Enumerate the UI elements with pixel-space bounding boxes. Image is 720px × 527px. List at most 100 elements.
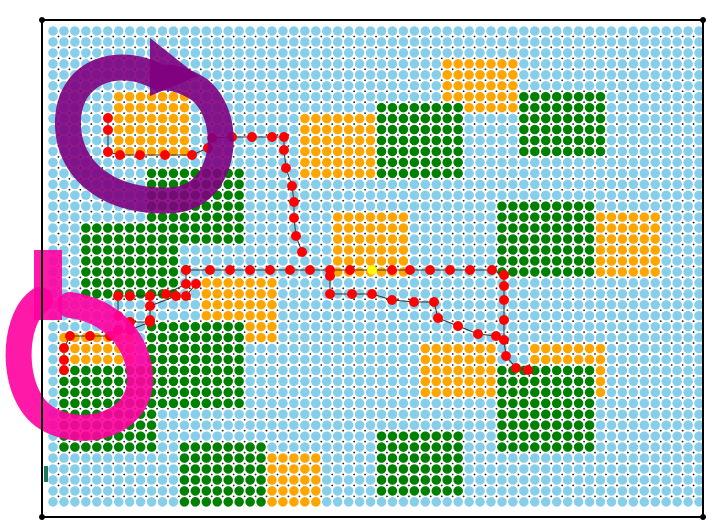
grid-dot: [245, 124, 255, 135]
small-dot: [484, 364, 487, 366]
region-dot: [300, 135, 310, 146]
grid-dot: [300, 80, 310, 91]
region-dot: [300, 464, 310, 474]
small-dot: [397, 265, 399, 268]
small-dot: [386, 375, 388, 377]
grid-dot: [420, 398, 431, 409]
small-dot: [616, 331, 618, 334]
small-dot: [616, 46, 618, 49]
region-dot: [431, 475, 442, 485]
region-dot: [398, 431, 409, 441]
small-dot: [375, 46, 377, 49]
grid-dot: [321, 201, 332, 211]
grid-dot: [475, 267, 485, 277]
region-dot: [573, 354, 584, 365]
region-dot: [267, 278, 277, 288]
region-dot: [113, 91, 124, 102]
small-dot: [506, 484, 509, 487]
small-dot: [648, 320, 651, 323]
region-dot: [551, 442, 562, 452]
small-dot: [112, 145, 115, 147]
small-dot: [539, 331, 542, 334]
small-dot: [418, 46, 421, 49]
small-dot: [407, 309, 410, 312]
small-dot: [298, 112, 301, 115]
small-dot: [506, 123, 509, 125]
grid-dot: [81, 212, 91, 222]
grid-dot: [519, 343, 529, 354]
region-dot: [409, 431, 420, 441]
region-dot: [540, 409, 551, 420]
small-dot: [298, 177, 301, 180]
small-dot: [178, 112, 180, 115]
small-dot: [298, 145, 301, 147]
small-dot: [626, 440, 629, 443]
region-dot: [256, 486, 266, 496]
small-dot: [79, 375, 82, 377]
small-dot: [123, 210, 126, 213]
small-dot: [199, 254, 202, 257]
small-dot: [210, 309, 213, 312]
small-dot: [528, 177, 531, 180]
small-dot: [451, 287, 454, 290]
grid-dot: [595, 201, 606, 211]
grid-small-dots: [57, 35, 695, 498]
region-dot: [551, 223, 562, 233]
grid-dot: [442, 398, 453, 409]
small-dot: [353, 101, 356, 104]
region-dot: [628, 212, 639, 222]
small-dot: [353, 309, 356, 312]
grid-dot: [332, 376, 343, 387]
region-dot: [201, 321, 212, 332]
small-dot: [265, 342, 268, 344]
grid-dot: [48, 26, 58, 36]
grid-dot: [365, 26, 376, 36]
grid-dot: [92, 102, 102, 113]
grid-dot: [365, 37, 376, 47]
small-dot: [254, 495, 257, 498]
small-dot: [342, 166, 345, 169]
region-dot: [113, 387, 124, 398]
grid-dot: [289, 398, 299, 409]
small-dot: [517, 353, 520, 355]
grid-dot: [190, 267, 201, 277]
grid-dot: [278, 124, 288, 135]
small-dot: [90, 265, 93, 268]
grid-dot: [639, 278, 650, 288]
grid-dot: [628, 113, 639, 124]
small-dot: [276, 101, 279, 104]
small-dot: [309, 46, 312, 49]
small-dot: [298, 79, 301, 82]
grid-dot: [300, 310, 310, 321]
small-dot: [407, 177, 410, 180]
small-dot: [101, 134, 104, 136]
grid-dot: [464, 310, 474, 321]
grid-dot: [157, 157, 168, 168]
small-dot: [561, 429, 564, 432]
grid-dot: [475, 420, 485, 431]
small-dot: [309, 35, 312, 38]
small-dot: [506, 57, 509, 60]
small-dot: [353, 407, 356, 410]
grid-dot: [70, 59, 80, 69]
region-dot: [519, 113, 529, 124]
grid-dot: [376, 190, 387, 201]
grid-dot: [530, 157, 540, 168]
region-dot: [124, 234, 135, 244]
grid-dot: [135, 497, 146, 507]
grid-dot: [343, 398, 354, 409]
small-dot: [506, 221, 509, 224]
grid-dot: [683, 453, 693, 463]
small-dot: [276, 418, 279, 421]
small-dot: [616, 254, 618, 257]
small-dot: [254, 243, 257, 246]
region-dot: [573, 365, 584, 376]
grid-dot: [256, 37, 266, 47]
small-dot: [364, 46, 366, 49]
grid-dot: [420, 201, 431, 211]
small-dot: [506, 375, 509, 377]
region-dot: [387, 464, 398, 474]
grid-dot: [179, 310, 190, 321]
small-dot: [342, 309, 345, 312]
region-dot: [530, 442, 540, 452]
